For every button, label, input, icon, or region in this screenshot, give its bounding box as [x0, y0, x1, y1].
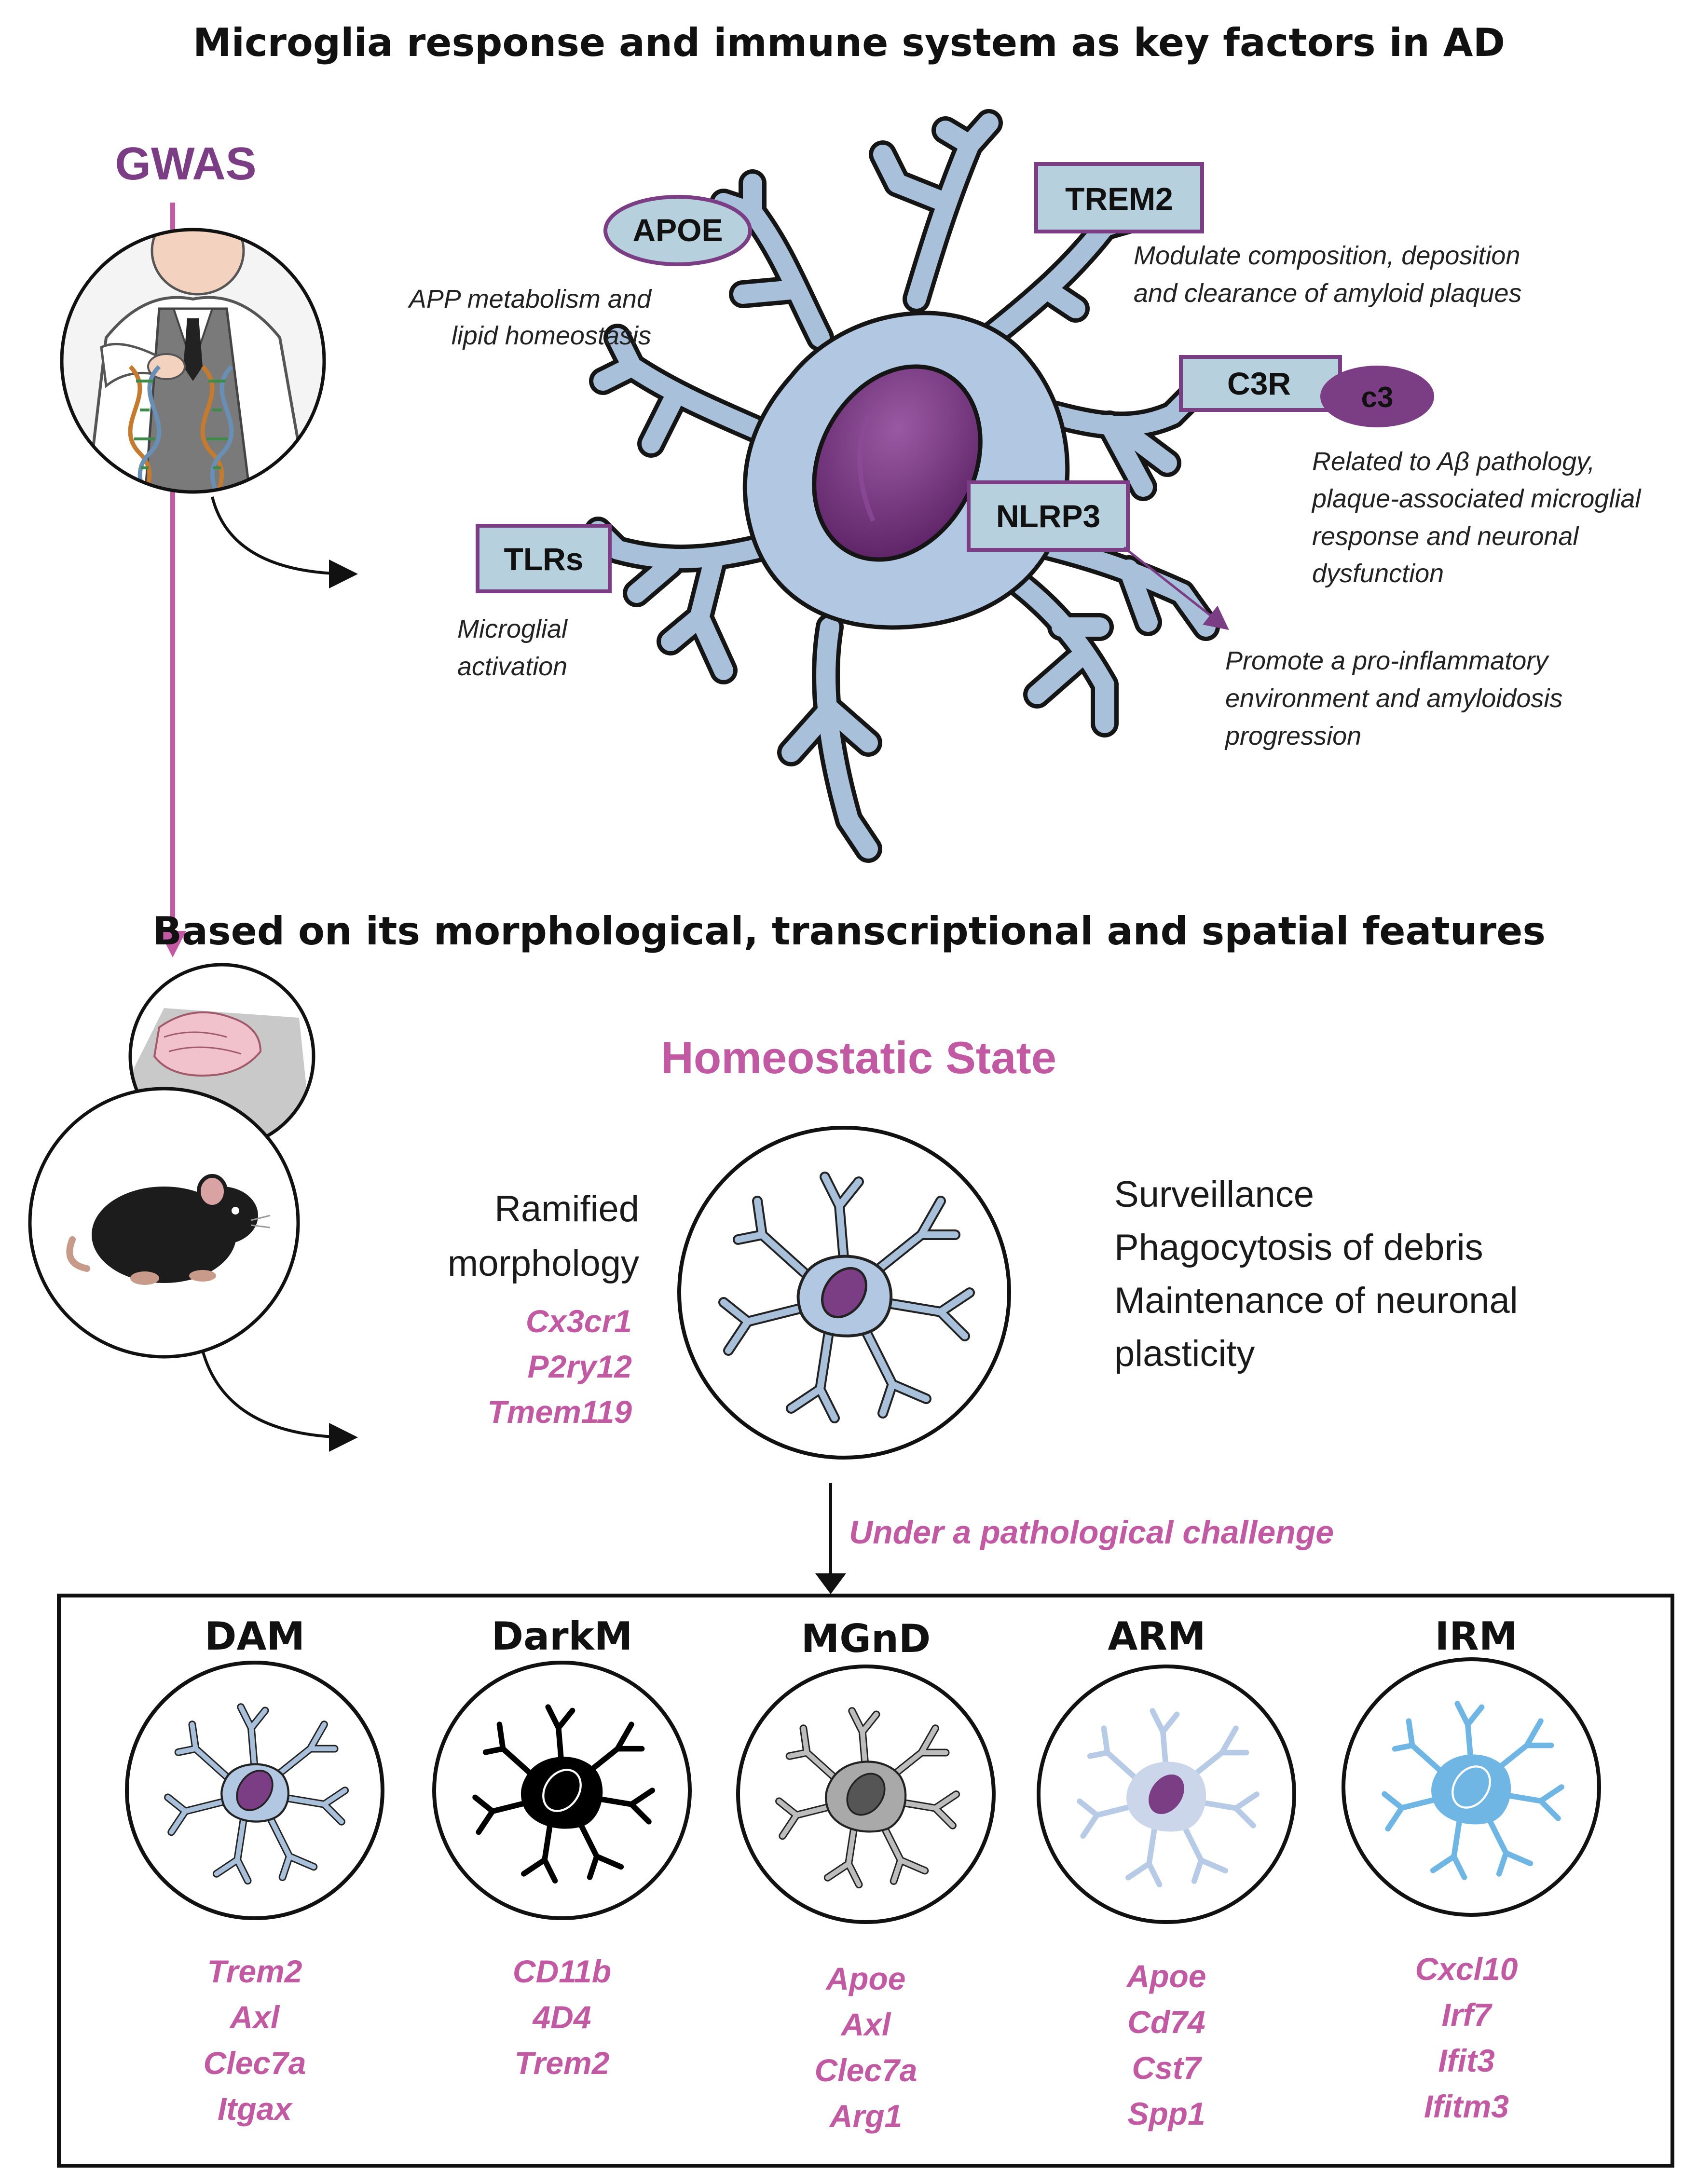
homeostatic-functions: Surveillance Phagocytosis of debris Main…	[1114, 1174, 1518, 1374]
mouse-illustration	[28, 1087, 300, 1359]
svg-text:Cd74: Cd74	[1127, 2004, 1205, 2040]
svg-text:Trem2: Trem2	[515, 2045, 610, 2081]
state-arm: ARM Apoe Cd74 Cst7 Spp1	[1037, 1614, 1296, 2131]
microglia-states-panel	[57, 1594, 1674, 2168]
trem2-label: TREM2	[1065, 181, 1173, 217]
nlrp3-note: Promote a pro-inflammatory environment a…	[1224, 646, 1562, 751]
mouse-to-state-arrow	[201, 1350, 358, 1452]
nlrp3-label: NLRP3	[996, 498, 1100, 534]
svg-text:Axl: Axl	[229, 1999, 280, 2035]
tlrs-receptor: TLRs	[476, 524, 612, 593]
page-title: Microglia response and immune system as …	[193, 20, 1505, 65]
state-dam: DAM Trem2	[125, 1614, 384, 2127]
svg-text:Related to Aβ pathology,: Related to Aβ pathology,	[1312, 447, 1595, 476]
svg-text:Surveillance: Surveillance	[1114, 1174, 1314, 1215]
homeostatic-genes: Cx3cr1 P2ry12 Tmem119	[487, 1303, 632, 1430]
svg-text:Arg1: Arg1	[829, 2098, 902, 2134]
nlrp3-arrow	[1123, 546, 1229, 630]
nlrp3-receptor: NLRP3	[967, 480, 1130, 552]
svg-text:progression: progression	[1224, 722, 1361, 751]
svg-text:Phagocytosis of debris: Phagocytosis of debris	[1114, 1227, 1483, 1268]
state-irm-title: IRM	[1435, 1614, 1518, 1659]
svg-text:lipid homeostasis: lipid homeostasis	[452, 321, 651, 350]
gwas-to-cell-arrow	[211, 496, 358, 588]
features-subtitle: Based on its morphological, transcriptio…	[152, 909, 1546, 954]
c3-label: c3	[1361, 381, 1394, 413]
svg-text:Tmem119: Tmem119	[487, 1394, 632, 1430]
challenge-label: Under a pathological challenge	[849, 1514, 1334, 1551]
gwas-label: GWAS	[115, 138, 256, 190]
svg-text:CD11b: CD11b	[513, 1953, 611, 1989]
svg-text:Trem2: Trem2	[207, 1953, 302, 1989]
state-dam-title: DAM	[205, 1614, 305, 1659]
svg-text:dysfunction: dysfunction	[1312, 559, 1444, 588]
state-mgnd: MGnD Apoe	[736, 1616, 996, 2134]
c3r-receptor: C3R	[1179, 355, 1342, 412]
c3r-note: Related to Aβ pathology, plaque-associat…	[1311, 447, 1642, 588]
apoe-label: APOE	[632, 212, 723, 248]
svg-text:Modulate composition, depositi: Modulate composition, deposition	[1134, 241, 1520, 270]
svg-text:Ifitm3: Ifitm3	[1424, 2088, 1509, 2124]
svg-text:Irf7: Irf7	[1442, 1997, 1493, 2033]
svg-text:Itgax: Itgax	[218, 2091, 293, 2127]
svg-text:response and neuronal: response and neuronal	[1312, 522, 1579, 551]
svg-text:P2ry12: P2ry12	[527, 1349, 632, 1384]
state-darkm-title: DarkM	[492, 1614, 633, 1659]
svg-text:4D4: 4D4	[532, 1999, 591, 2035]
scientist-dna-illustration	[60, 228, 326, 494]
svg-text:APP metabolism and: APP metabolism and	[408, 285, 652, 314]
svg-text:Clec7a: Clec7a	[815, 2052, 917, 2088]
svg-text:morphology: morphology	[448, 1243, 639, 1284]
trem2-note: Modulate composition, deposition and cle…	[1134, 241, 1522, 308]
svg-text:Ifit3: Ifit3	[1438, 2043, 1494, 2078]
svg-text:Microglial: Microglial	[457, 614, 568, 643]
gwas-flow-arrowhead	[159, 931, 186, 957]
c3-ligand: c3	[1320, 366, 1434, 427]
state-darkm: DarkM CD11b 4D4 Trem2	[432, 1614, 692, 2081]
svg-text:Promote a pro-inflammatory: Promote a pro-inflammatory	[1225, 646, 1549, 675]
tlrs-note: Microglial activation	[457, 614, 568, 681]
svg-text:Cxcl10: Cxcl10	[1415, 1951, 1518, 1987]
state-irm: IRM Cxcl10 Irf7 Ifit3 Ifitm3	[1342, 1614, 1601, 2124]
tlrs-label: TLRs	[504, 541, 584, 577]
svg-text:Ramified: Ramified	[494, 1188, 639, 1229]
trem2-receptor: TREM2	[1034, 162, 1204, 233]
svg-text:Maintenance of neuronal: Maintenance of neuronal	[1114, 1280, 1518, 1321]
apoe-note: APP metabolism and lipid homeostasis	[408, 285, 652, 350]
state-mgnd-title: MGnD	[801, 1616, 931, 1661]
svg-text:Cst7: Cst7	[1132, 2050, 1202, 2086]
svg-text:Apoe: Apoe	[1126, 1958, 1206, 1994]
svg-text:Cx3cr1: Cx3cr1	[526, 1303, 632, 1339]
svg-text:Apoe: Apoe	[825, 1961, 906, 1996]
challenge-arrowhead	[815, 1573, 846, 1594]
apoe-receptor: APOE	[603, 195, 752, 266]
homeostatic-state-title: Homeostatic State	[661, 1032, 1056, 1083]
homeostatic-microglia-icon	[677, 1126, 1011, 1460]
svg-text:Spp1: Spp1	[1127, 2096, 1205, 2131]
c3r-label: C3R	[1227, 366, 1291, 401]
svg-text:and clearance of amyloid plaqu: and clearance of amyloid plaques	[1134, 279, 1522, 308]
svg-text:activation: activation	[457, 652, 567, 681]
svg-text:environment and amyloidosis: environment and amyloidosis	[1225, 684, 1562, 713]
morphology-label: Ramified morphology	[448, 1188, 639, 1284]
state-arm-title: ARM	[1108, 1614, 1205, 1659]
svg-text:Axl: Axl	[840, 2007, 891, 2042]
svg-text:plaque-associated microglial: plaque-associated microglial	[1311, 484, 1642, 513]
svg-text:plasticity: plasticity	[1114, 1333, 1255, 1374]
svg-text:Clec7a: Clec7a	[204, 2045, 306, 2081]
